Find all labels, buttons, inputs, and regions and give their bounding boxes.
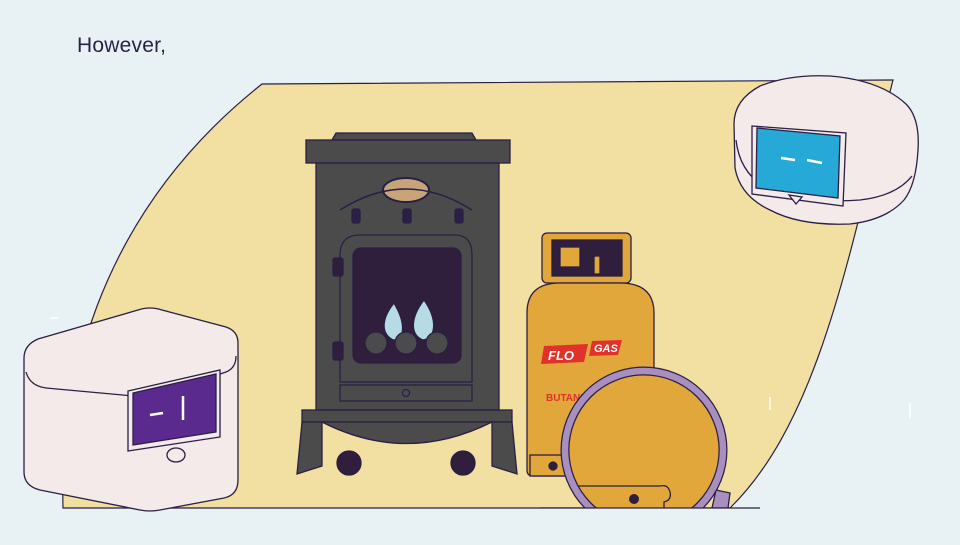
magnifying-glass-icon [540,366,760,545]
brand-left-label: FLO [548,348,574,363]
co-detector-icon [733,75,919,225]
flame-icon [412,298,435,341]
caption-text: However, [77,34,167,57]
detector-screen [755,127,841,199]
triangle-button-icon [787,194,804,206]
co-detector-icon [23,307,239,512]
detector-button [166,447,186,463]
sparkle-marks [50,317,911,418]
product-label: BUTANE [546,393,587,404]
flame-icon [383,301,404,341]
brand-right-label: GAS [594,343,619,355]
wood-stove-icon [296,132,518,476]
